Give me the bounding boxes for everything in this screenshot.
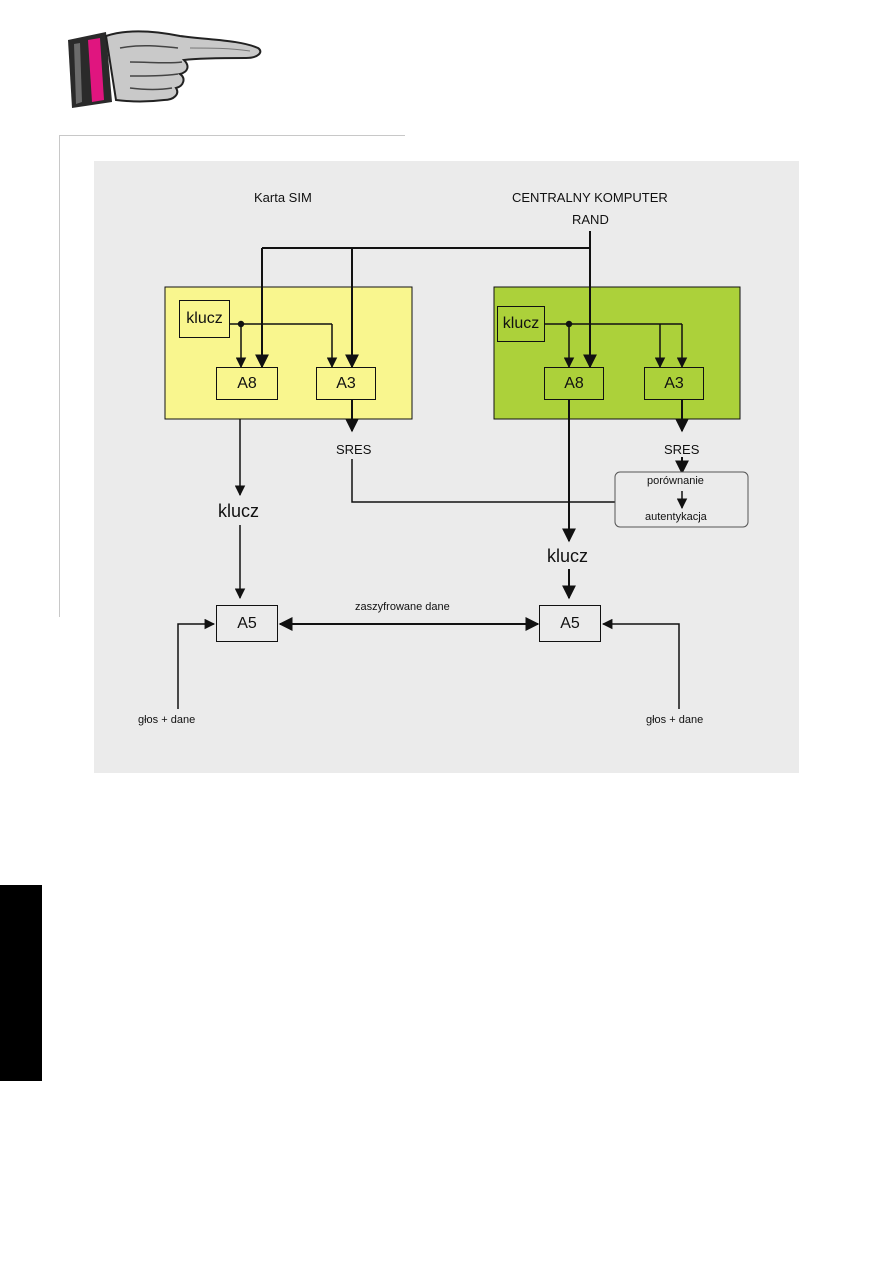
central-title: CENTRALNY KOMPUTER xyxy=(512,190,668,205)
central-a8-box: A8 xyxy=(544,367,604,400)
sim-title: Karta SIM xyxy=(254,190,312,205)
rand-label: RAND xyxy=(572,212,609,227)
encrypted-link-label: zaszyfrowane dane xyxy=(355,601,450,613)
gsm-auth-diagram: Karta SIM CENTRALNY KOMPUTER RAND klucz … xyxy=(94,161,799,773)
central-key-out-label: klucz xyxy=(547,546,589,566)
central-a3-box: A3 xyxy=(644,367,704,400)
sim-a8-box: A8 xyxy=(216,367,278,400)
side-tab xyxy=(0,885,42,1081)
central-key-lines xyxy=(544,320,688,369)
top-rule xyxy=(59,135,405,136)
compare-label: porównanie xyxy=(647,475,704,487)
rand-lines xyxy=(255,231,597,369)
sim-input-label: głos + dane xyxy=(138,714,196,726)
central-input-label: głos + dane xyxy=(646,714,704,726)
central-sres-label: SRES xyxy=(664,442,700,457)
sim-key-out-label: klucz xyxy=(218,501,260,521)
sim-key-box: klucz xyxy=(179,300,230,338)
pointing-hand-icon xyxy=(68,30,262,108)
left-rule xyxy=(59,135,60,617)
sim-a3-box: A3 xyxy=(316,367,376,400)
sim-key-lines xyxy=(230,320,338,369)
central-a5-box: A5 xyxy=(539,605,601,642)
diagram-connectors xyxy=(164,231,749,709)
auth-label: autentykacja xyxy=(645,511,707,523)
sim-a5-box: A5 xyxy=(216,605,278,642)
central-key-box: klucz xyxy=(497,306,545,342)
sim-sres-label: SRES xyxy=(336,442,372,457)
